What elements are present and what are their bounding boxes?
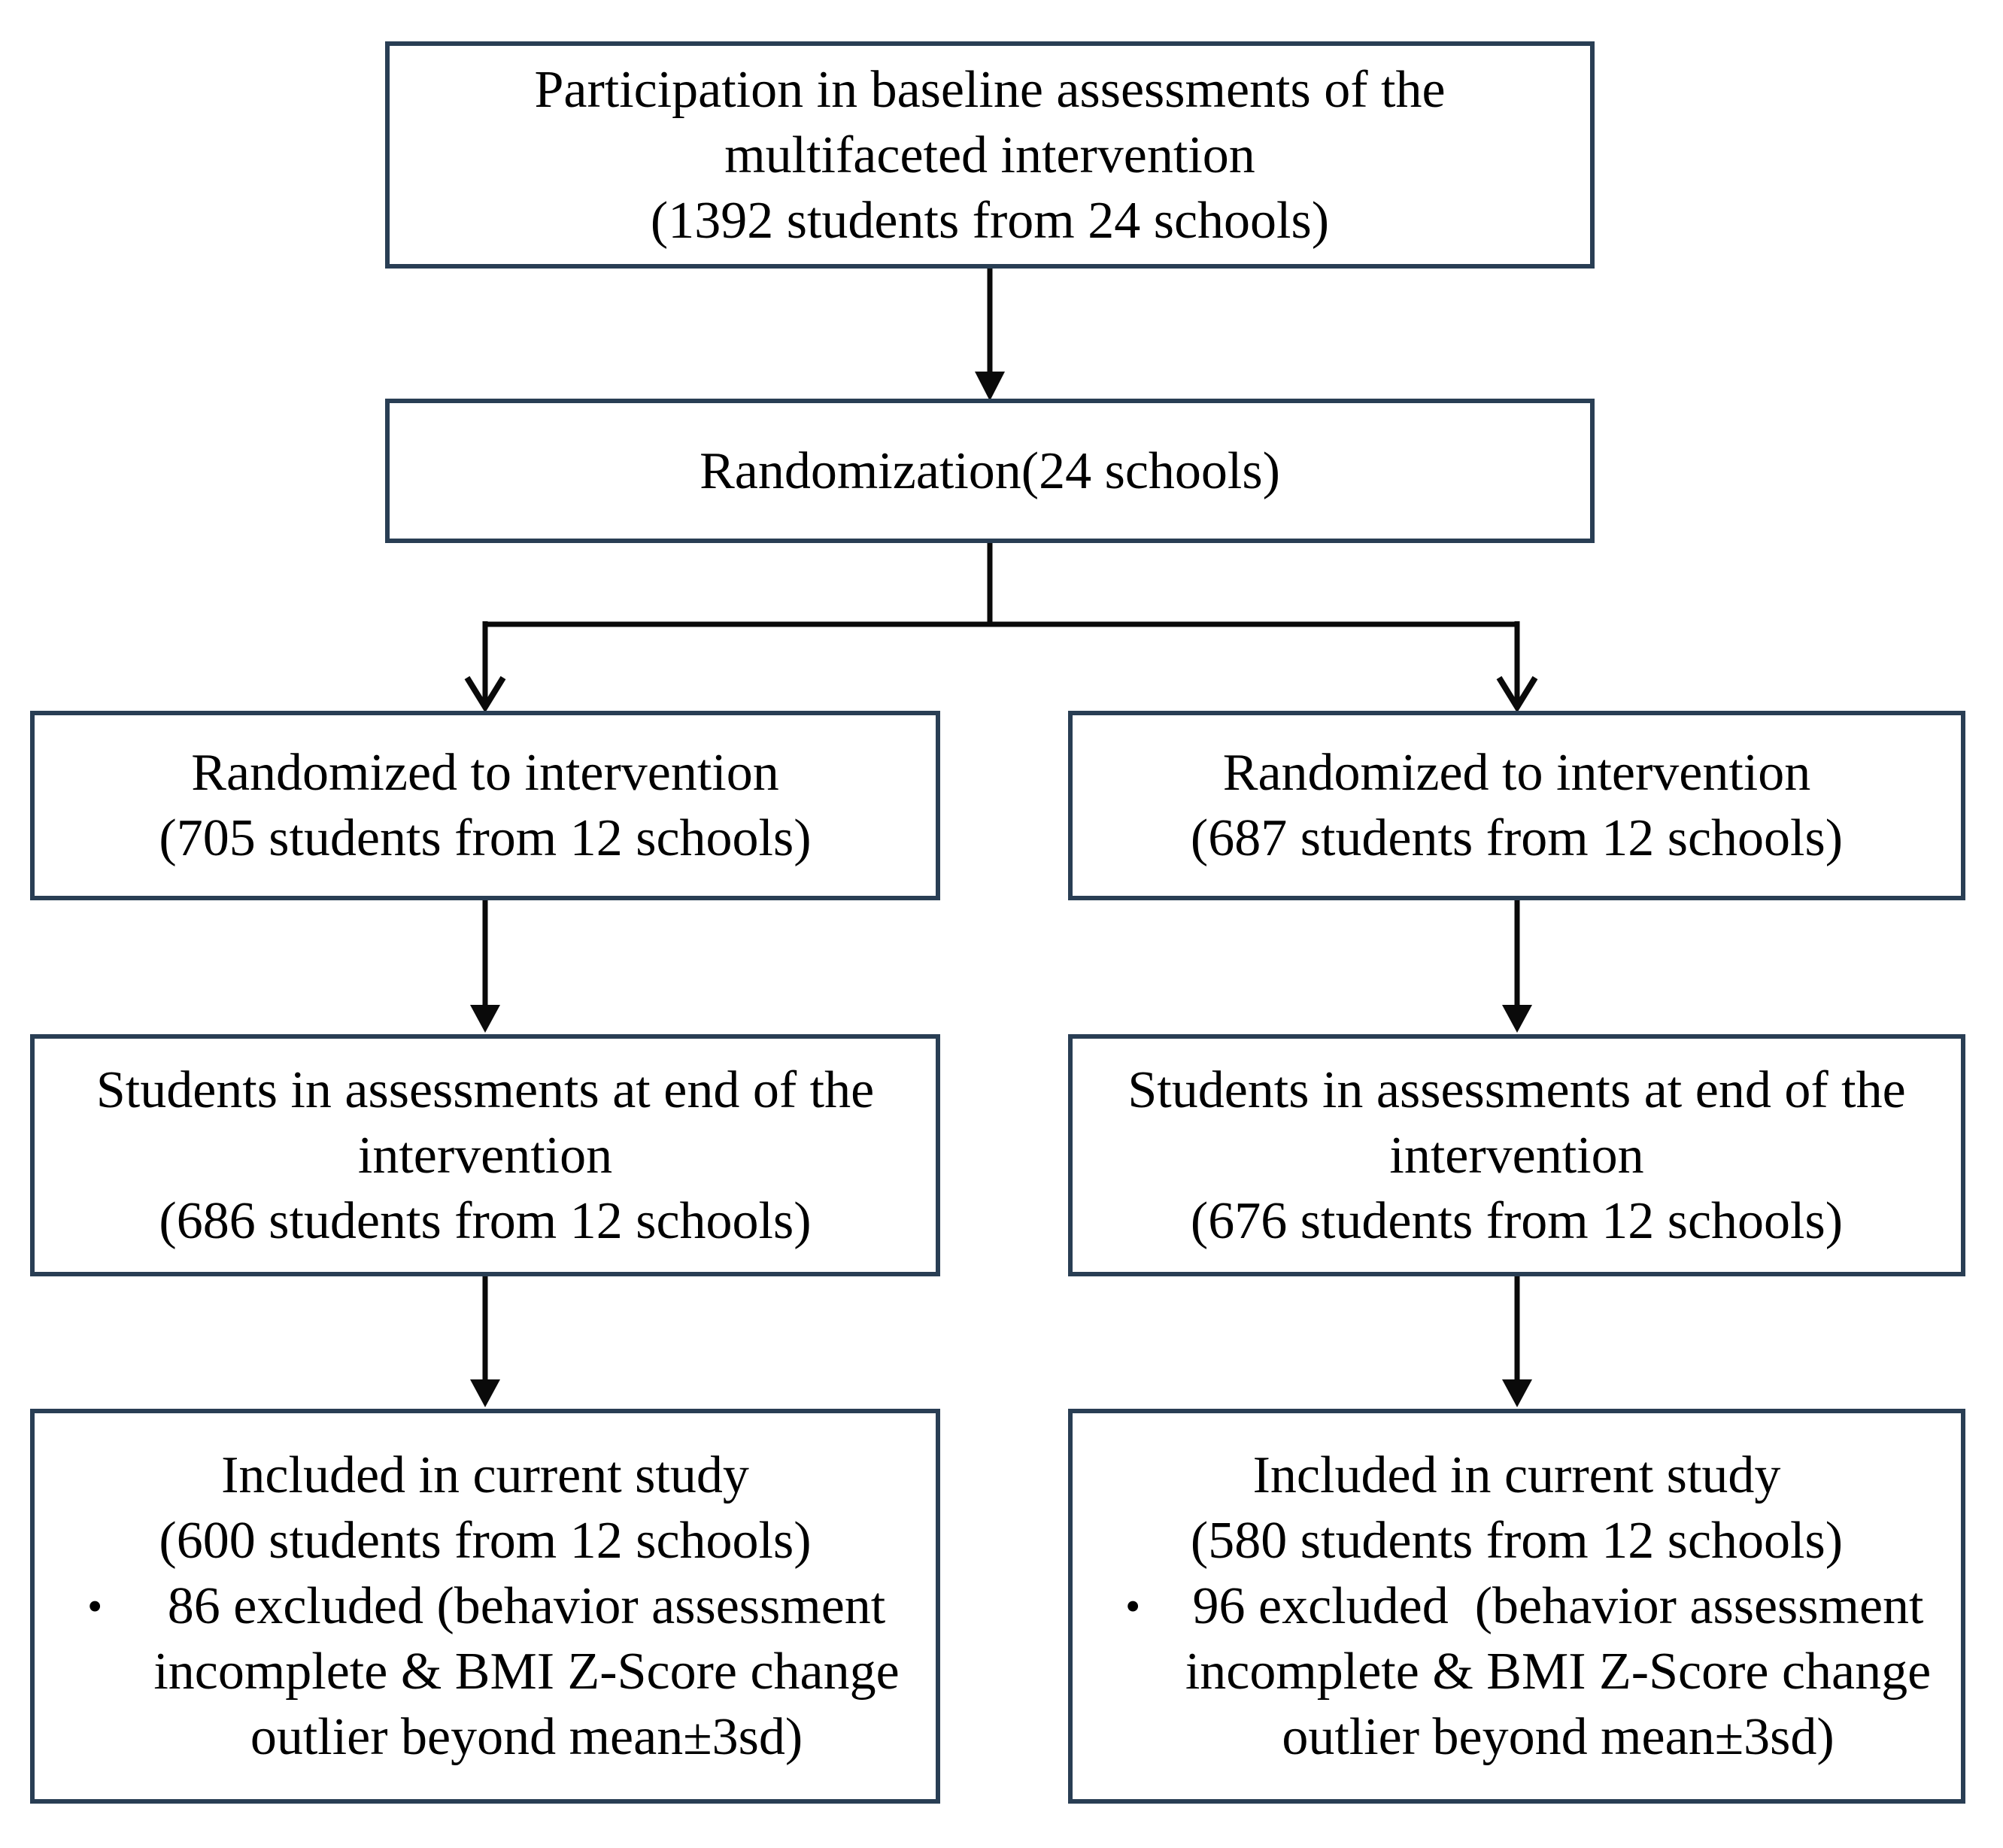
node-baseline-assessments: Participation in baseline assessments of…: [385, 41, 1595, 269]
node-text-line: outlier beyond mean±3sd): [1282, 1708, 1835, 1766]
node-text-line: Included in current study: [1252, 1446, 1781, 1504]
node-text-line: intervention: [1389, 1126, 1644, 1185]
node-text-line: (580 students from 12 schools): [1190, 1512, 1844, 1570]
arrow-branch-right-head: [1496, 675, 1538, 713]
node-text-line: outlier beyond mean±3sd): [250, 1708, 803, 1766]
node-text-line: (686 students from 12 schools): [159, 1191, 812, 1250]
node-randomized-intervention-left: Randomized to intervention (705 students…: [30, 711, 940, 900]
bullet-icon: •: [87, 1582, 103, 1631]
node-end-assessments-left: Students in assessments at end of the in…: [30, 1034, 940, 1276]
node-included-left: Included in current study (600 students …: [30, 1409, 940, 1804]
node-text-line: Included in current study: [221, 1446, 749, 1504]
exclusion-bullet-item: • 86 excluded (behavior assessment incom…: [35, 1573, 936, 1770]
node-included-right: Included in current study (580 students …: [1068, 1409, 1965, 1804]
arrow-right-end-to-included-head: [1502, 1379, 1532, 1407]
node-text-line: Participation in baseline assessments of…: [534, 60, 1446, 119]
node-text-line: (705 students from 12 schools): [159, 809, 812, 867]
node-text-line: Randomization(24 schools): [700, 442, 1280, 500]
arrow-right-arm-to-end-head: [1502, 1005, 1532, 1033]
node-text-line: incomplete & BMI Z-Score change: [153, 1643, 900, 1701]
node-text-line: intervention: [357, 1126, 613, 1185]
node-text-line: (687 students from 12 schools): [1190, 809, 1844, 867]
node-text-line: Randomized to intervention: [191, 744, 779, 802]
bullet-icon: •: [1125, 1582, 1141, 1631]
exclusion-bullet-item: • 96 excluded (behavior assessment incom…: [1073, 1573, 1961, 1770]
node-text-line: incomplete & BMI Z-Score change: [1185, 1643, 1932, 1701]
node-text-line: (1392 students from 24 schools): [650, 191, 1330, 250]
node-text-line: 96 excluded (behavior assessment: [1192, 1577, 1924, 1635]
node-text-line: Students in assessments at end of the: [1127, 1061, 1906, 1119]
node-text-line: 86 excluded (behavior assessment: [167, 1577, 886, 1635]
node-text-line: (676 students from 12 schools): [1190, 1191, 1844, 1250]
node-text-line: multifaceted intervention: [724, 126, 1255, 184]
node-end-assessments-right: Students in assessments at end of the in…: [1068, 1034, 1965, 1276]
arrow-branch-left-head: [464, 675, 506, 713]
node-randomization: Randomization(24 schools): [385, 399, 1595, 543]
node-text-line: Randomized to intervention: [1222, 744, 1811, 802]
arrow-left-end-to-included-head: [470, 1379, 500, 1407]
arrow-left-arm-to-end-head: [470, 1005, 500, 1033]
node-text-line: (600 students from 12 schools): [159, 1512, 812, 1570]
node-randomized-intervention-right: Randomized to intervention (687 students…: [1068, 711, 1965, 900]
node-text-line: Students in assessments at end of the: [96, 1061, 875, 1119]
arrow-baseline-to-randomization-head: [975, 372, 1005, 401]
